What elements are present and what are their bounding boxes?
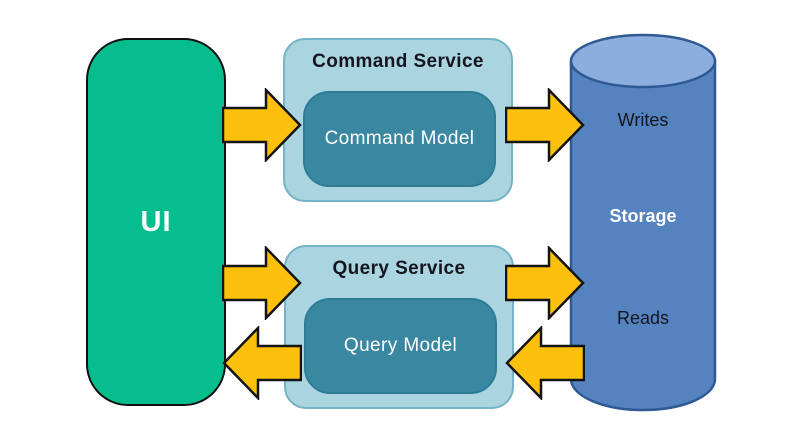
storage-cylinder xyxy=(569,33,717,412)
query-model-node: Query Model xyxy=(304,298,497,394)
storage-to-query-model-arrow-icon xyxy=(505,326,585,400)
query-service-to-storage-arrow-icon xyxy=(505,246,585,320)
cylinder-top xyxy=(569,33,717,89)
right-arrow-glyph xyxy=(222,88,302,162)
command-service-to-storage-arrow-icon xyxy=(505,88,585,162)
right-arrow-glyph xyxy=(505,246,585,320)
storage-writes-label: Writes xyxy=(617,110,669,130)
ui-node: UI xyxy=(86,38,226,406)
ui-to-query-service-arrow-icon xyxy=(222,246,302,320)
command-service-label: Command Service xyxy=(312,51,484,72)
command-model-node: Command Model xyxy=(303,91,496,187)
query-service-node: Query Service Query Model xyxy=(284,245,514,409)
storage-reads-label: Reads xyxy=(616,308,670,328)
command-service-node: Command Service Command Model xyxy=(283,38,513,202)
left-arrow-glyph xyxy=(222,326,302,400)
cylinder-body xyxy=(569,59,717,412)
storage-title-label: Storage xyxy=(609,206,677,226)
right-arrow-glyph xyxy=(505,88,585,162)
left-arrow-glyph xyxy=(505,326,585,400)
query-model-label: Query Model xyxy=(343,335,458,356)
query-service-label: Query Service xyxy=(332,258,466,279)
right-arrow-glyph xyxy=(222,246,302,320)
ui-to-command-service-arrow-icon xyxy=(222,88,302,162)
ui-label: UI xyxy=(140,205,172,238)
command-model-label: Command Model xyxy=(324,128,475,149)
query-model-to-ui-arrow-icon xyxy=(222,326,302,400)
